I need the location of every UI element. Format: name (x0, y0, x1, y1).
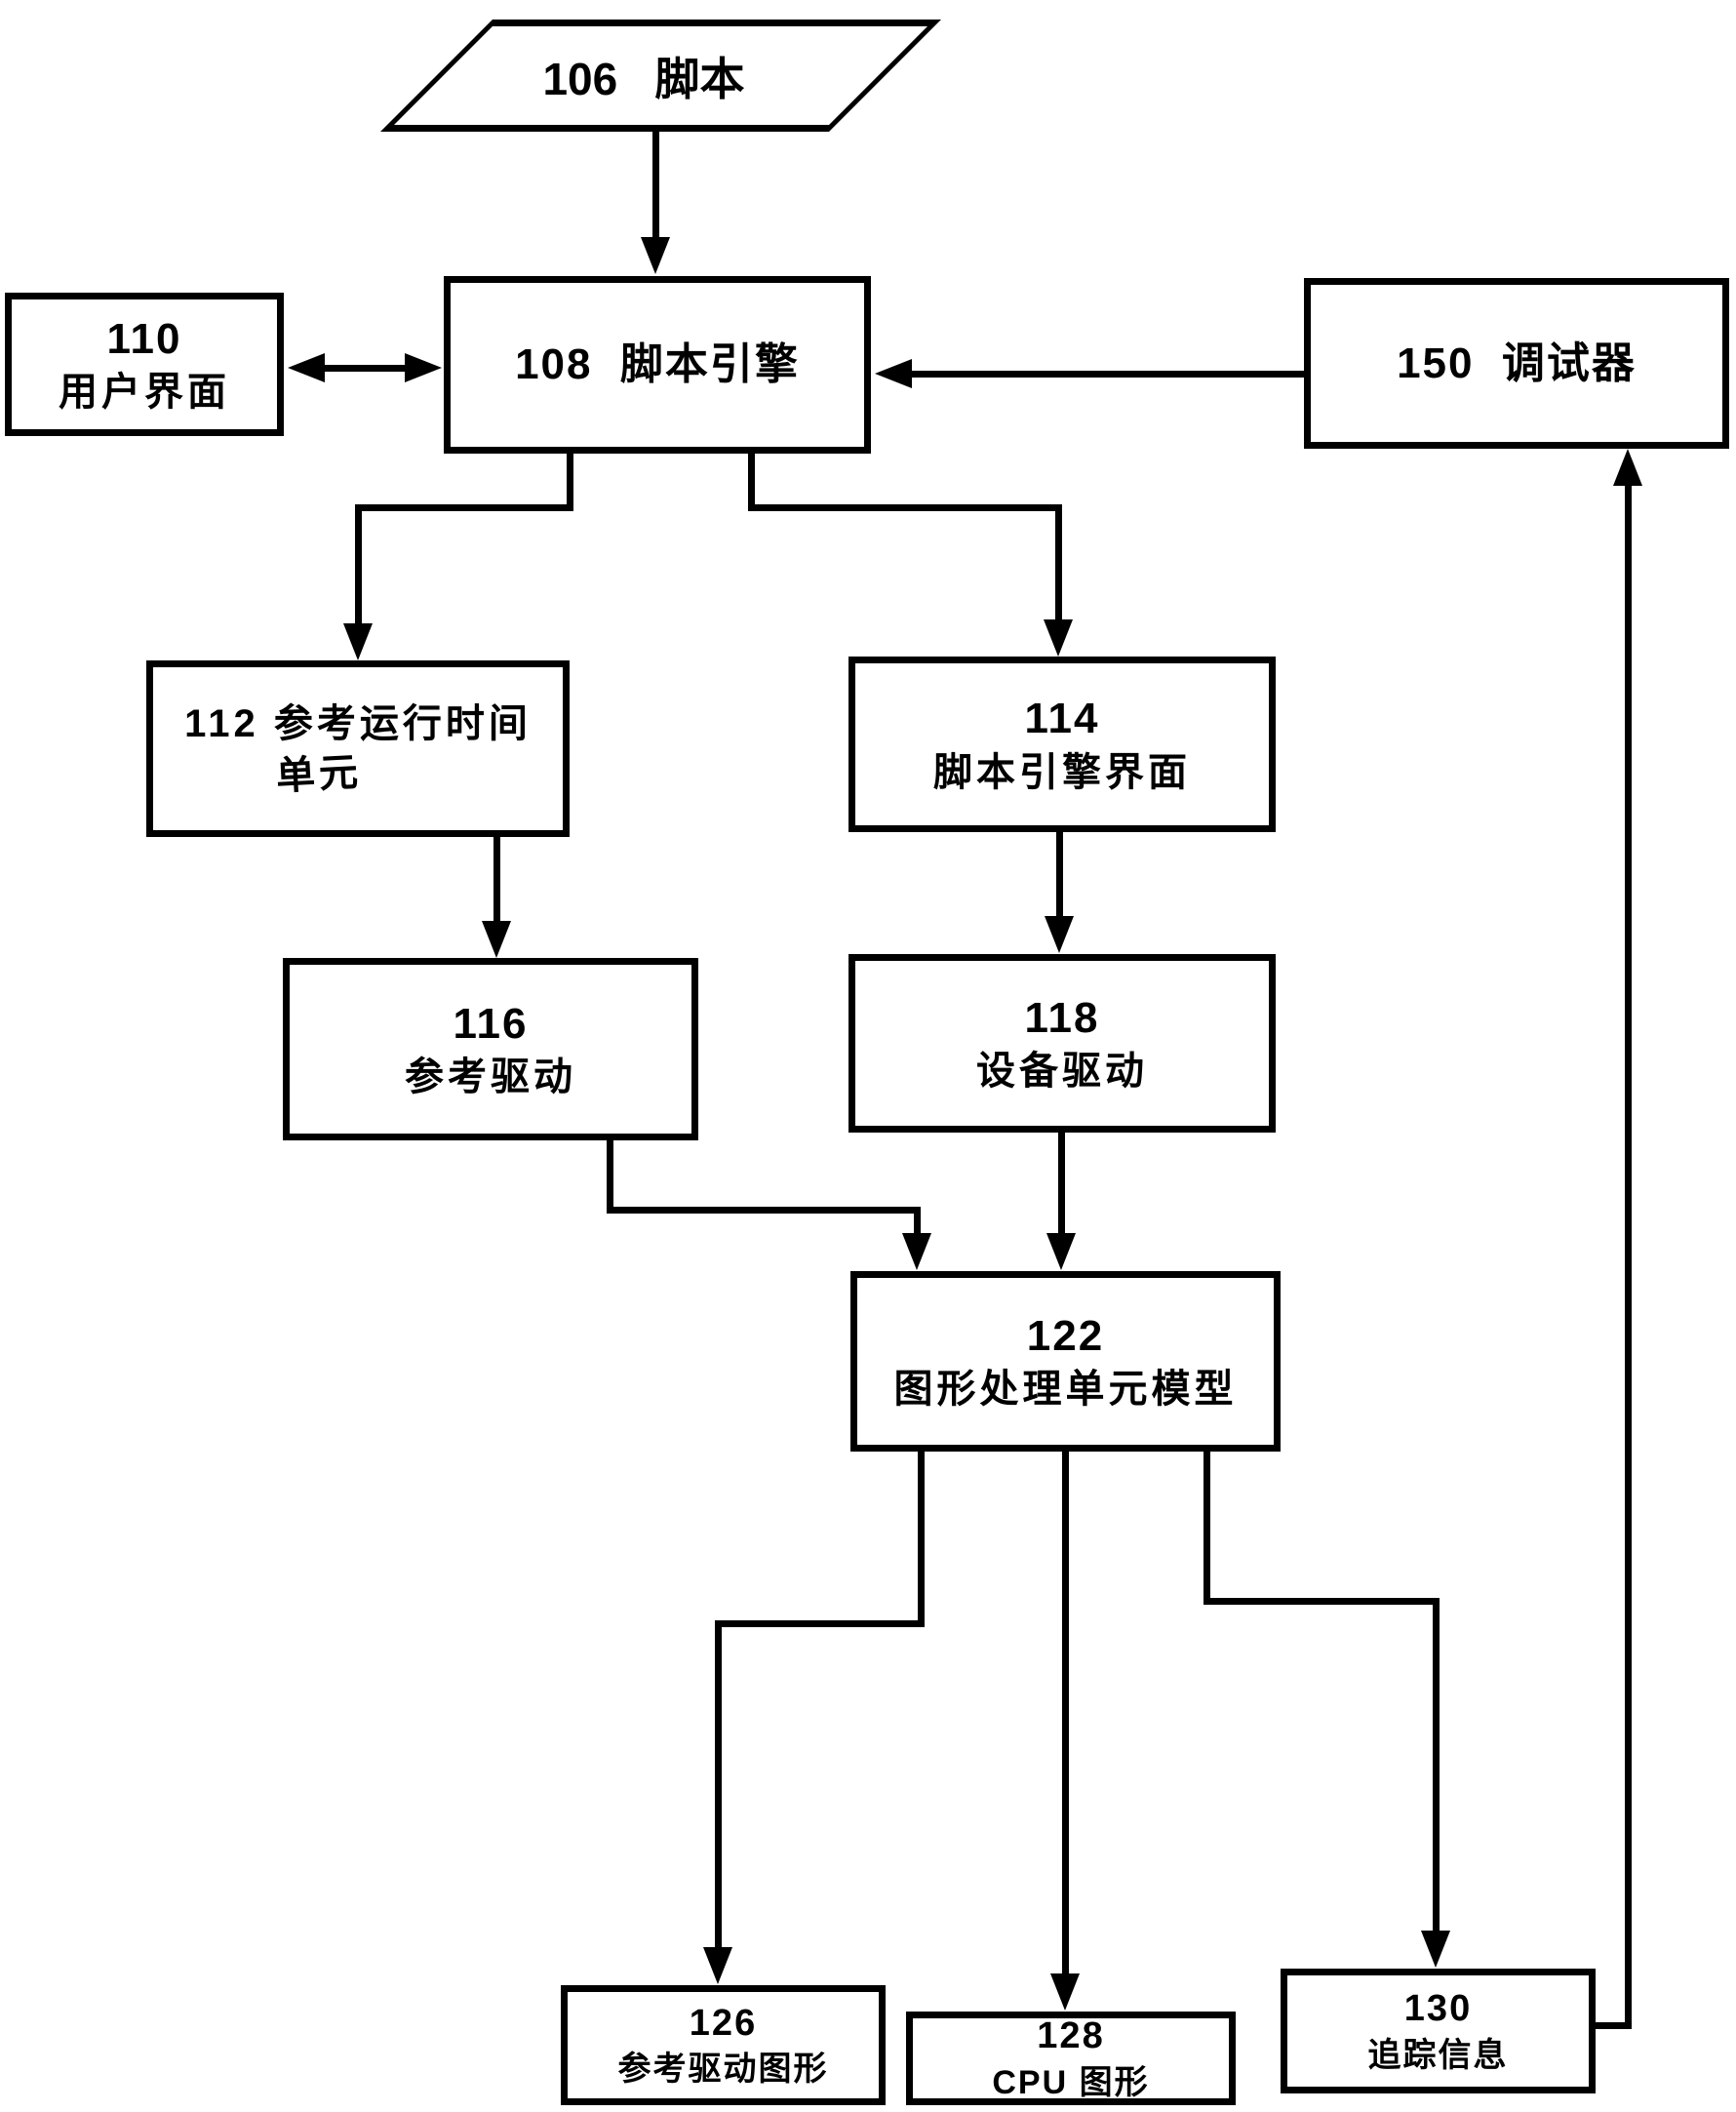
node-112-ref-runtime-unit: 112 参考运行时间 单元 (146, 660, 570, 837)
node-122-label: 图形处理单元模型 (893, 1368, 1238, 1412)
node-122-ref: 122 (1026, 1311, 1105, 1360)
arrowhead-into-110 (288, 353, 325, 382)
connector-118-122 (1058, 1133, 1065, 1235)
connector-150-108 (907, 371, 1304, 378)
arrowhead-into-108-top (641, 237, 670, 274)
arrowhead-into-128 (1050, 1973, 1080, 2011)
node-106-script-label: 106 脚本 (542, 53, 745, 104)
node-108-label: 108 脚本引擎 (515, 340, 800, 389)
node-114-label: 脚本引擎界面 (933, 750, 1191, 794)
node-116-label: 参考驱动 (405, 1056, 576, 1099)
node-130-label: 追踪信息 (1367, 2036, 1509, 2074)
connector-108-112-seg3 (355, 504, 362, 626)
node-114-script-engine-interface: 114 脚本引擎界面 (848, 657, 1276, 832)
node-108-script-engine: 108 脚本引擎 (444, 276, 871, 454)
arrowhead-into-126 (703, 1947, 732, 1984)
connector-122-130-seg1 (1203, 1452, 1210, 1605)
connector-108-114-seg2 (748, 504, 1062, 511)
arrowhead-into-116 (482, 921, 511, 958)
node-118-label: 设备驱动 (976, 1050, 1148, 1094)
connector-110-108 (319, 365, 412, 372)
connector-112-116 (493, 837, 500, 925)
connector-108-114-seg1 (748, 454, 755, 511)
arrowhead-into-114 (1044, 619, 1073, 657)
connector-122-130-seg2 (1203, 1598, 1440, 1605)
node-130-ref: 130 (1403, 1988, 1473, 2030)
node-122-gpu-model: 122 图形处理单元模型 (850, 1271, 1281, 1452)
node-110-user-interface: 110 用户界面 (5, 293, 284, 436)
node-118-ref: 118 (1024, 993, 1100, 1042)
connector-108-112-seg2 (355, 504, 573, 511)
connector-122-130-seg3 (1433, 1598, 1440, 1932)
connector-108-112-seg1 (567, 454, 573, 511)
node-128-label: CPU 图形 (992, 2063, 1150, 2101)
connector-106-108 (652, 132, 659, 244)
connector-116-122-seg3 (914, 1207, 921, 1236)
connector-114-118 (1056, 832, 1063, 920)
arrowhead-into-112 (343, 623, 373, 660)
arrowhead-into-122-right (1046, 1233, 1076, 1270)
node-116-ref-driver: 116 参考驱动 (283, 958, 698, 1140)
connector-122-128 (1062, 1452, 1069, 1975)
node-126-label: 参考驱动图形 (617, 2051, 829, 2089)
arrowhead-into-118 (1045, 916, 1074, 953)
connector-122-126-seg2 (715, 1620, 925, 1627)
node-150-debugger: 150 调试器 (1304, 278, 1729, 449)
node-114-ref: 114 (1024, 695, 1100, 743)
node-128-cpu-graphics: 128 CPU 图形 (906, 2012, 1236, 2105)
connector-116-122-seg1 (607, 1140, 613, 1214)
connector-122-126-seg1 (918, 1452, 925, 1627)
connector-116-122-seg2 (607, 1207, 921, 1214)
connector-122-126-seg3 (715, 1620, 722, 1949)
connector-108-114-seg3 (1055, 504, 1062, 621)
node-116-ref: 116 (453, 999, 529, 1048)
node-128-ref: 128 (1037, 2015, 1105, 2057)
connector-130-150-seg2 (1625, 483, 1632, 2029)
arrowhead-into-108-left (405, 353, 442, 382)
arrowhead-into-108-right (875, 359, 912, 388)
node-130-trace-info: 130 追踪信息 (1281, 1969, 1596, 2093)
node-126-ref-driver-graphics: 126 参考驱动图形 (561, 1985, 886, 2105)
node-112-line2: 单元 (274, 750, 364, 798)
node-118-device-driver: 118 设备驱动 (848, 954, 1276, 1133)
node-110-label: 用户界面 (59, 371, 230, 415)
arrowhead-into-150-bottom (1613, 449, 1642, 486)
arrowhead-into-130 (1421, 1931, 1450, 1968)
node-110-ref: 110 (106, 314, 182, 363)
node-150-label: 150 调试器 (1397, 339, 1637, 387)
node-112-line1: 112 参考运行时间 (184, 701, 532, 745)
arrowhead-into-122-left (902, 1233, 931, 1270)
node-126-ref: 126 (689, 2002, 758, 2044)
connector-130-150-seg1 (1592, 2022, 1632, 2029)
